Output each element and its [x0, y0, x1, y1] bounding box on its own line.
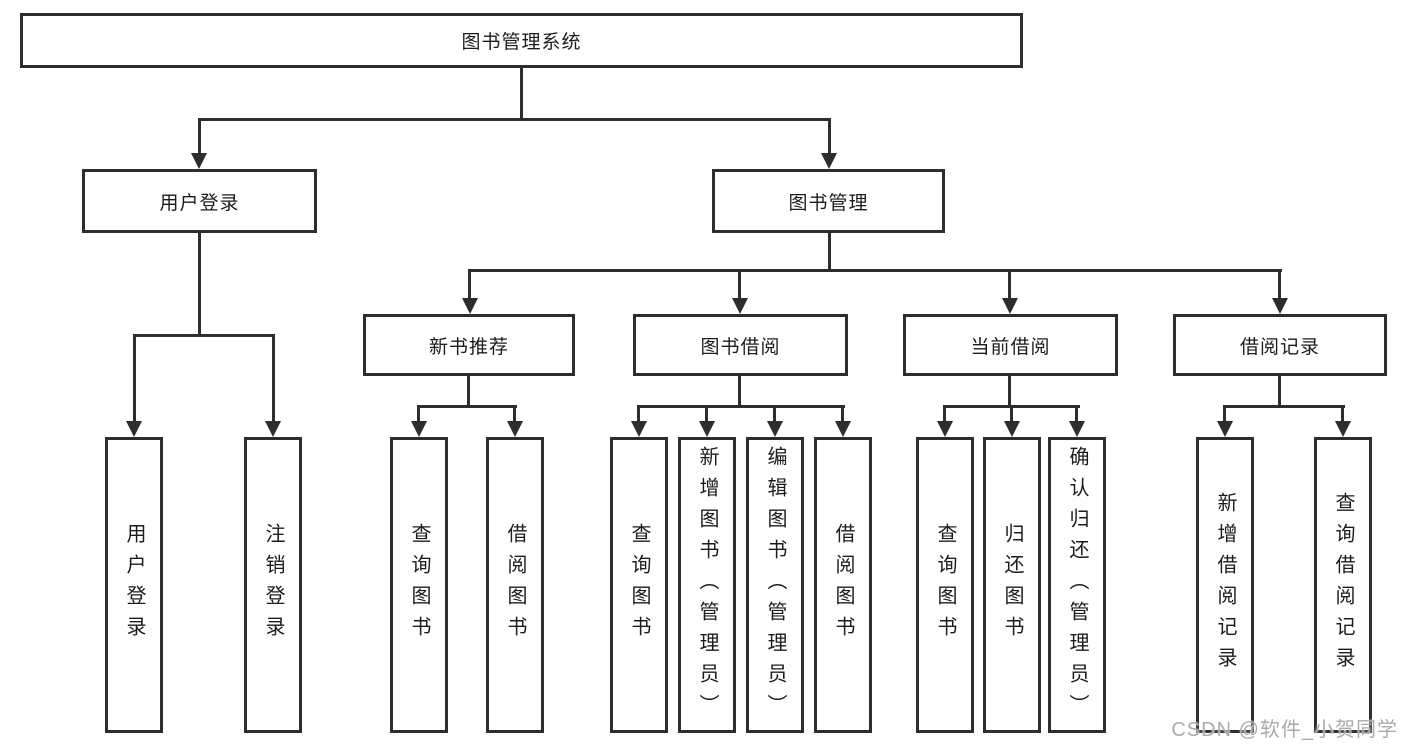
- arrowhead-icon: [1069, 421, 1085, 437]
- arrowhead-icon: [1004, 421, 1020, 437]
- leaf-return-book: 归还图书: [983, 437, 1041, 733]
- leaf-edit-book-admin: 编辑图书（管理员）: [746, 437, 804, 733]
- arrowhead-icon: [265, 421, 281, 437]
- arrowhead-icon: [1272, 298, 1288, 314]
- node-book-management: 图书管理: [712, 169, 945, 233]
- leaf-label: 查询图书: [934, 523, 956, 647]
- arrowhead-icon: [411, 421, 427, 437]
- node-borrow-record: 借阅记录: [1173, 314, 1387, 376]
- arrowhead-icon: [821, 153, 837, 169]
- leaf-query-book-borrow: 查询图书: [610, 437, 668, 733]
- node-book-borrow: 图书借阅: [633, 314, 848, 376]
- leaf-user-login: 用户登录: [105, 437, 163, 733]
- arrowhead-icon: [1335, 421, 1351, 437]
- leaf-label: 新增图书（管理员）: [696, 445, 718, 725]
- arrowhead-icon: [835, 421, 851, 437]
- arrowhead-icon: [937, 421, 953, 437]
- leaf-label: 查询图书: [628, 523, 650, 647]
- csdn-watermark: CSDN @软件_小贺同学: [1171, 719, 1398, 741]
- arrowhead-icon: [732, 298, 748, 314]
- node-root-library-system: 图书管理系统: [20, 13, 1023, 68]
- leaf-label: 注销登录: [262, 523, 284, 647]
- leaf-label: 借阅图书: [832, 523, 854, 647]
- arrowhead-icon: [631, 421, 647, 437]
- leaf-borrow-book-recommend: 借阅图书: [486, 437, 544, 733]
- arrowhead-icon: [699, 421, 715, 437]
- leaf-label: 确认归还（管理员）: [1066, 445, 1088, 725]
- leaf-query-borrow-record: 查询借阅记录: [1314, 437, 1372, 733]
- leaf-confirm-return-admin: 确认归还（管理员）: [1048, 437, 1106, 733]
- arrowhead-icon: [507, 421, 523, 437]
- leaf-label: 新增借阅记录: [1214, 492, 1236, 678]
- leaf-label: 查询借阅记录: [1332, 492, 1354, 678]
- leaf-label: 归还图书: [1001, 523, 1023, 647]
- arrowhead-icon: [1002, 298, 1018, 314]
- leaf-label: 用户登录: [123, 523, 145, 647]
- leaf-label: 编辑图书（管理员）: [764, 445, 786, 725]
- arrowhead-icon: [126, 421, 142, 437]
- arrowhead-icon: [767, 421, 783, 437]
- arrowhead-icon: [191, 153, 207, 169]
- leaf-add-book-admin: 新增图书（管理员）: [678, 437, 736, 733]
- arrowhead-icon: [462, 298, 478, 314]
- leaf-label: 查询图书: [408, 523, 430, 647]
- leaf-logout: 注销登录: [244, 437, 302, 733]
- node-current-borrow: 当前借阅: [903, 314, 1118, 376]
- leaf-borrow-book: 借阅图书: [814, 437, 872, 733]
- node-user-login: 用户登录: [82, 169, 317, 233]
- arrowhead-icon: [1217, 421, 1233, 437]
- leaf-add-borrow-record: 新增借阅记录: [1196, 437, 1254, 733]
- leaf-query-book-current: 查询图书: [916, 437, 974, 733]
- leaf-query-book-recommend: 查询图书: [390, 437, 448, 733]
- leaf-label: 借阅图书: [504, 523, 526, 647]
- node-new-book-recommend: 新书推荐: [363, 314, 575, 376]
